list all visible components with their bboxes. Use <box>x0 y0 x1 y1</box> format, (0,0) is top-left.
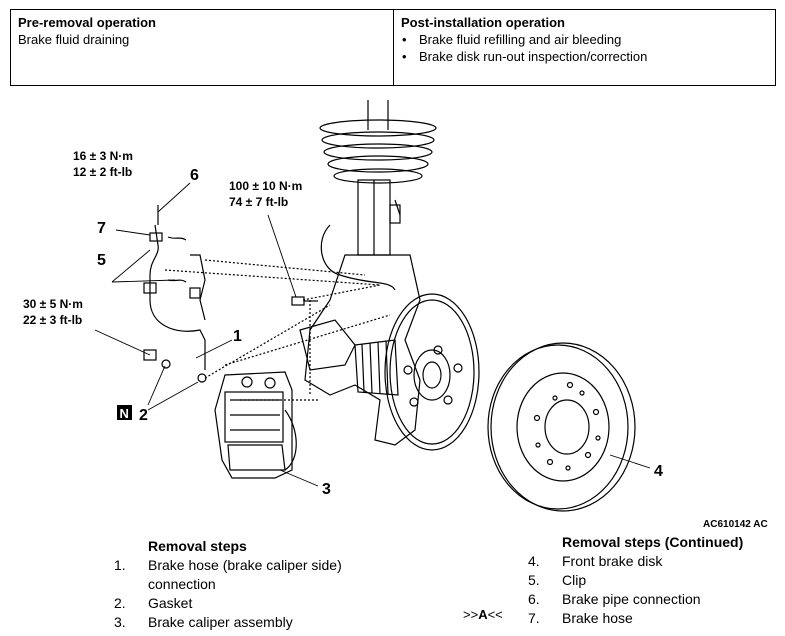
callout-2: 2 <box>139 407 148 424</box>
bullet-icon: • <box>402 49 407 64</box>
post-installation-column: Post-installation operation • Brake flui… <box>394 10 775 85</box>
removal-step: 6. Brake pipe connection <box>528 590 778 609</box>
service-point-prefix: >> <box>463 607 479 622</box>
wheel-hub <box>384 293 480 451</box>
sensor-wire <box>320 224 396 291</box>
step-text: Brake hose (brake caliper side) connecti… <box>148 557 342 592</box>
step-text: Brake hose <box>562 610 633 626</box>
step-number: 3. <box>114 614 126 630</box>
pre-removal-column: Pre-removal operation Brake fluid draini… <box>11 10 394 85</box>
removal-steps-title: Removal steps <box>148 538 247 554</box>
torque-caliper-imperial: 74 ± 7 ft-lb <box>229 195 288 209</box>
bullet-icon: • <box>402 32 407 47</box>
removal-step: 4. Front brake disk <box>528 552 778 571</box>
post-installation-header: Post-installation operation <box>401 15 565 30</box>
drive-shaft-boot <box>354 339 399 396</box>
torque-caliper-metric: 100 ± 10 N·m <box>229 179 302 193</box>
post-item-text: Brake disk run-out inspection/correction <box>419 49 648 64</box>
assembly-lines <box>164 259 391 401</box>
pre-removal-header: Pre-removal operation <box>18 15 156 30</box>
torque-hose-imperial: 22 ± 3 ft-lb <box>23 313 82 327</box>
removal-steps-continued-title: Removal steps (Continued) <box>562 534 744 550</box>
step-number: 4. <box>528 553 540 569</box>
post-installation-item: • Brake fluid refilling and air bleeding <box>401 31 768 48</box>
figure-code: AC610142 AC <box>703 519 768 530</box>
operations-table: Pre-removal operation Brake fluid draini… <box>10 9 776 86</box>
step-text: Front brake disk <box>562 553 663 569</box>
fittings <box>143 296 318 383</box>
service-point-suffix: << <box>487 607 503 622</box>
torque-pipe-imperial: 12 ± 2 ft-lb <box>73 165 132 179</box>
callout-1: 1 <box>233 328 242 345</box>
torque-hose-metric: 30 ± 5 N·m <box>23 297 83 311</box>
post-item-text: Brake fluid refilling and air bleeding <box>419 32 622 47</box>
step-number: 1. <box>114 557 126 573</box>
steering-knuckle <box>299 199 421 446</box>
brake-hose <box>143 205 206 370</box>
removal-steps-continued: Removal steps (Continued) 4. Front brake… <box>528 533 778 628</box>
step-number: 7. <box>528 610 540 626</box>
callout-4: 4 <box>654 463 663 480</box>
removal-step: 3. Brake caliper assembly <box>114 613 394 632</box>
step-text: Brake caliper assembly <box>148 614 293 630</box>
new-part-badge <box>117 405 132 420</box>
step-number: 6. <box>528 591 540 607</box>
brake-disk <box>487 342 636 512</box>
pre-removal-item: Brake fluid draining <box>18 32 130 47</box>
post-installation-item: • Brake disk run-out inspection/correcti… <box>401 48 768 65</box>
callout-7: 7 <box>97 220 106 237</box>
removal-step: 5. Clip <box>528 571 778 590</box>
leader-lines <box>94 182 651 487</box>
step-text: Clip <box>562 572 587 588</box>
service-point-code: >>A<< <box>463 607 503 622</box>
strut-spring <box>319 100 437 256</box>
step-number: 5. <box>528 572 540 588</box>
callout-5: 5 <box>97 252 106 269</box>
new-part-badge-text: N <box>120 406 129 421</box>
callout-3: 3 <box>322 481 331 498</box>
step-text: Gasket <box>148 595 193 611</box>
removal-step: 2. Gasket <box>114 594 394 613</box>
removal-step: 1. Brake hose (brake caliper side) conne… <box>114 556 394 594</box>
step-text: Brake pipe connection <box>562 591 701 607</box>
service-point-letter: A <box>478 607 488 622</box>
removal-step: 7. Brake hose <box>528 609 778 628</box>
callout-6: 6 <box>190 167 199 184</box>
step-number: 2. <box>114 595 126 611</box>
torque-pipe-metric: 16 ± 3 N·m <box>73 149 133 163</box>
brake-caliper <box>214 371 297 479</box>
removal-steps: Removal steps 1. Brake hose (brake calip… <box>114 537 394 632</box>
